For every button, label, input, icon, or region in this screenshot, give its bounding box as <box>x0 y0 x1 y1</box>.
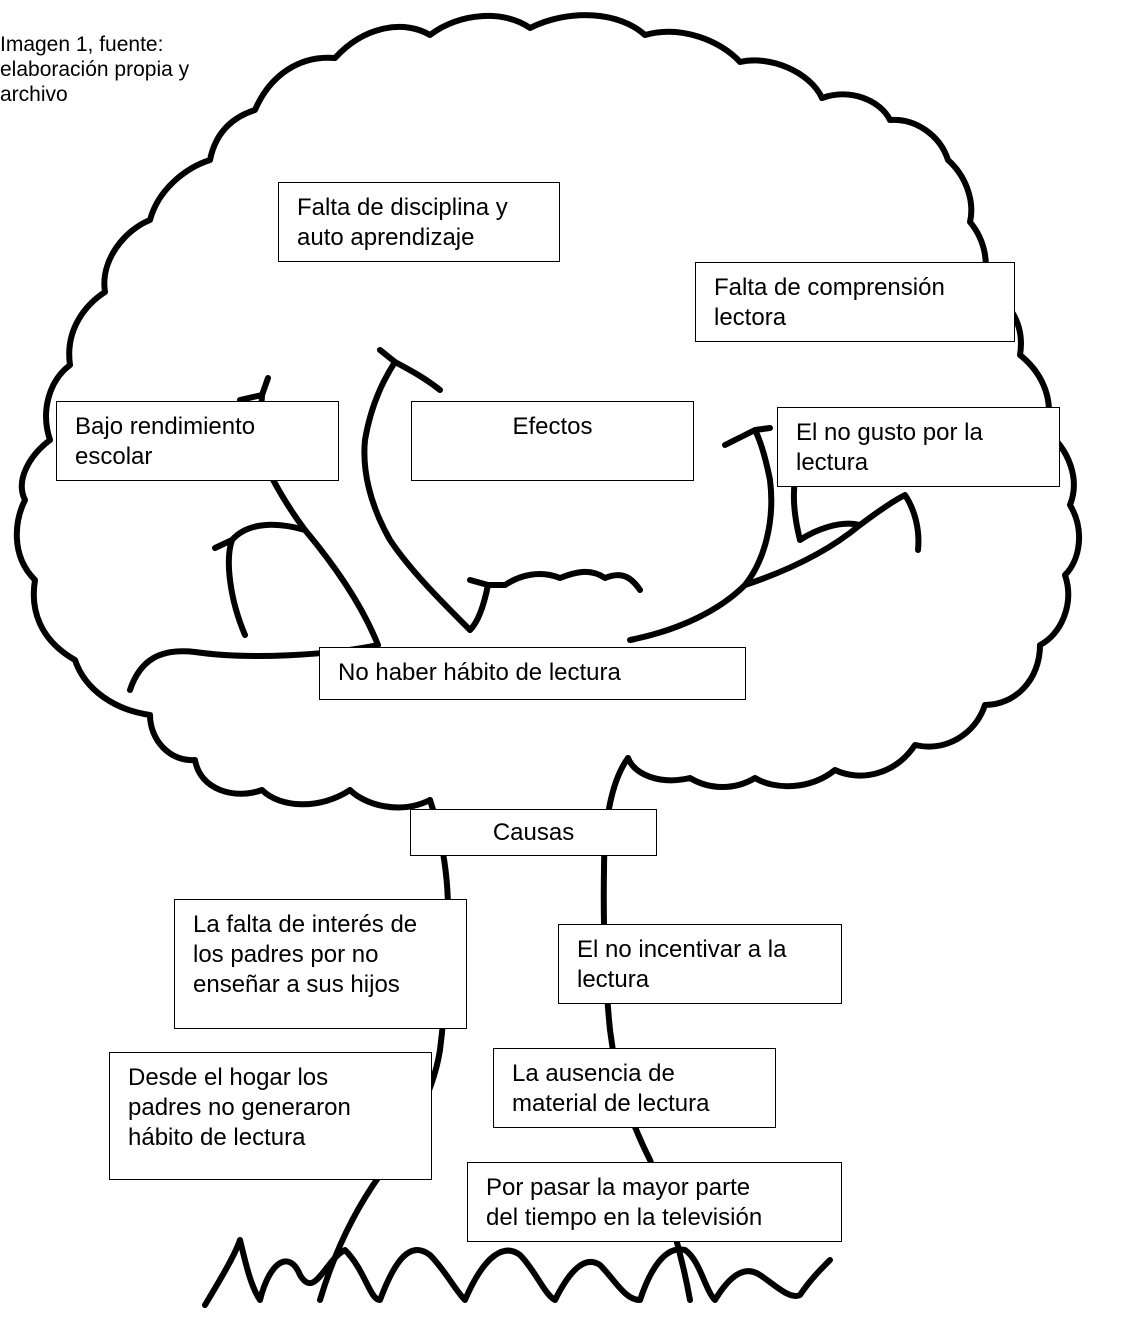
canopy-outline-right <box>625 91 1083 790</box>
central-problem-box: No haber hábito de lectura <box>319 647 746 700</box>
trunk-left <box>317 797 451 1303</box>
causes-title-box: Causas <box>410 809 657 856</box>
grass <box>202 1237 833 1308</box>
cause-box-home: Desde el hogar los padres no generaron h… <box>109 1052 432 1180</box>
canopy-outline-left <box>13 12 825 811</box>
cause-box-no-incentive: El no incentivar a la lectura <box>558 924 842 1004</box>
effect-box-discipline: Falta de disciplina y auto aprendizaje <box>278 182 560 262</box>
cause-box-parents-interest: La falta de interés de los padres por no… <box>174 899 467 1029</box>
branch-center-right <box>627 425 775 643</box>
branch-right <box>742 477 922 588</box>
figure-caption: Imagen 1, fuente: elaboración propia y a… <box>0 32 230 107</box>
effects-title-box: Efectos <box>411 401 694 481</box>
branch-center-left <box>361 347 473 633</box>
effect-box-dislike: El no gusto por la lectura <box>777 407 1060 487</box>
cause-box-television: Por pasar la mayor parte del tiempo en l… <box>467 1162 842 1242</box>
effect-box-performance: Bajo rendimiento escolar <box>56 401 339 481</box>
cause-box-no-material: La ausencia de material de lectura <box>493 1048 776 1128</box>
branch-center <box>467 569 643 633</box>
branch-left-mid <box>212 521 308 638</box>
effect-box-comprehension: Falta de comprensión lectora <box>695 262 1015 342</box>
